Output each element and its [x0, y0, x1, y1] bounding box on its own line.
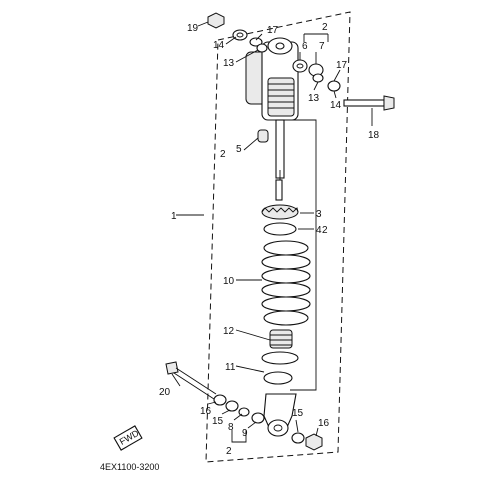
nut-16-right [305, 433, 323, 451]
spring-10 [261, 240, 311, 326]
label-15-left: 15 [212, 416, 224, 427]
label-18: 18 [368, 130, 380, 141]
label-17-top: 17 [267, 25, 279, 36]
label-5: 5 [236, 144, 242, 155]
label-11: 11 [225, 362, 236, 373]
seal-13-right [312, 73, 324, 83]
label-19: 19 [187, 23, 199, 34]
label-15-right: 15 [292, 408, 304, 419]
label-14-right: 14 [330, 100, 342, 111]
label-4: 4 [316, 225, 322, 236]
nut-19 [207, 12, 225, 29]
bump-stop-12 [269, 329, 293, 349]
label-16-left: 16 [200, 406, 212, 417]
label-20: 20 [159, 387, 171, 398]
label-13-right: 13 [308, 93, 320, 104]
label-14-top: 14 [213, 40, 225, 51]
label-2-bottom: 2 [226, 446, 232, 457]
label-16-right: 16 [318, 418, 330, 429]
label-13-top: 13 [223, 58, 235, 69]
label-6: 6 [302, 41, 308, 52]
seal-13-top [256, 43, 268, 53]
bolt-18 [343, 95, 395, 111]
label-3: 3 [316, 209, 322, 220]
label-2-top: 2 [322, 22, 328, 33]
label-2-cap: 2 [220, 149, 226, 160]
label-1: 1 [171, 211, 177, 222]
leader-lines [171, 21, 373, 443]
label-7: 7 [319, 41, 325, 52]
lower-clevis [263, 393, 297, 437]
bushing-9 [251, 412, 265, 424]
washer-14-right [327, 80, 341, 92]
collar-17-top [249, 37, 263, 47]
bolt-20 [165, 361, 217, 400]
bushing-6 [292, 59, 308, 73]
shock-body [245, 37, 299, 180]
washer-14-top [232, 29, 248, 41]
locknut-4 [263, 222, 297, 236]
adjuster-ring-3 [261, 204, 299, 220]
washer-16-left [213, 394, 227, 406]
label-12: 12 [223, 326, 235, 337]
diagram-code: 4EX1100-3200 [100, 462, 159, 472]
label-2-locknut: 2 [322, 225, 328, 236]
front-direction-mark: FWD [113, 425, 143, 451]
label-8: 8 [228, 422, 234, 433]
assembly-boundary [205, 11, 351, 463]
label-10: 10 [223, 276, 235, 287]
spring-guide-11 [261, 351, 299, 385]
collar-15-right [291, 432, 305, 444]
label-17-right: 17 [336, 60, 348, 71]
collar-15-left [225, 400, 239, 412]
cap-5 [257, 129, 269, 143]
rod-upper [275, 179, 283, 201]
label-9: 9 [242, 428, 248, 439]
